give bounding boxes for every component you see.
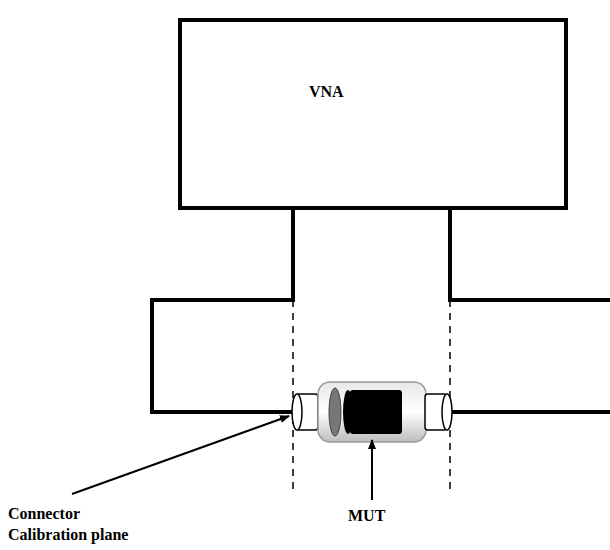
instrument-label: VNA bbox=[309, 82, 344, 103]
cable bbox=[152, 180, 610, 412]
leader-arrow bbox=[72, 416, 289, 494]
connector bbox=[425, 394, 452, 430]
instrument-box: VNA bbox=[178, 18, 568, 210]
mut-label: MUT bbox=[348, 506, 408, 527]
leader-arrow bbox=[371, 440, 373, 500]
mut-sample bbox=[318, 382, 426, 442]
connector bbox=[292, 394, 318, 430]
calibration-plane-label: Connector Calibration plane bbox=[8, 504, 138, 546]
